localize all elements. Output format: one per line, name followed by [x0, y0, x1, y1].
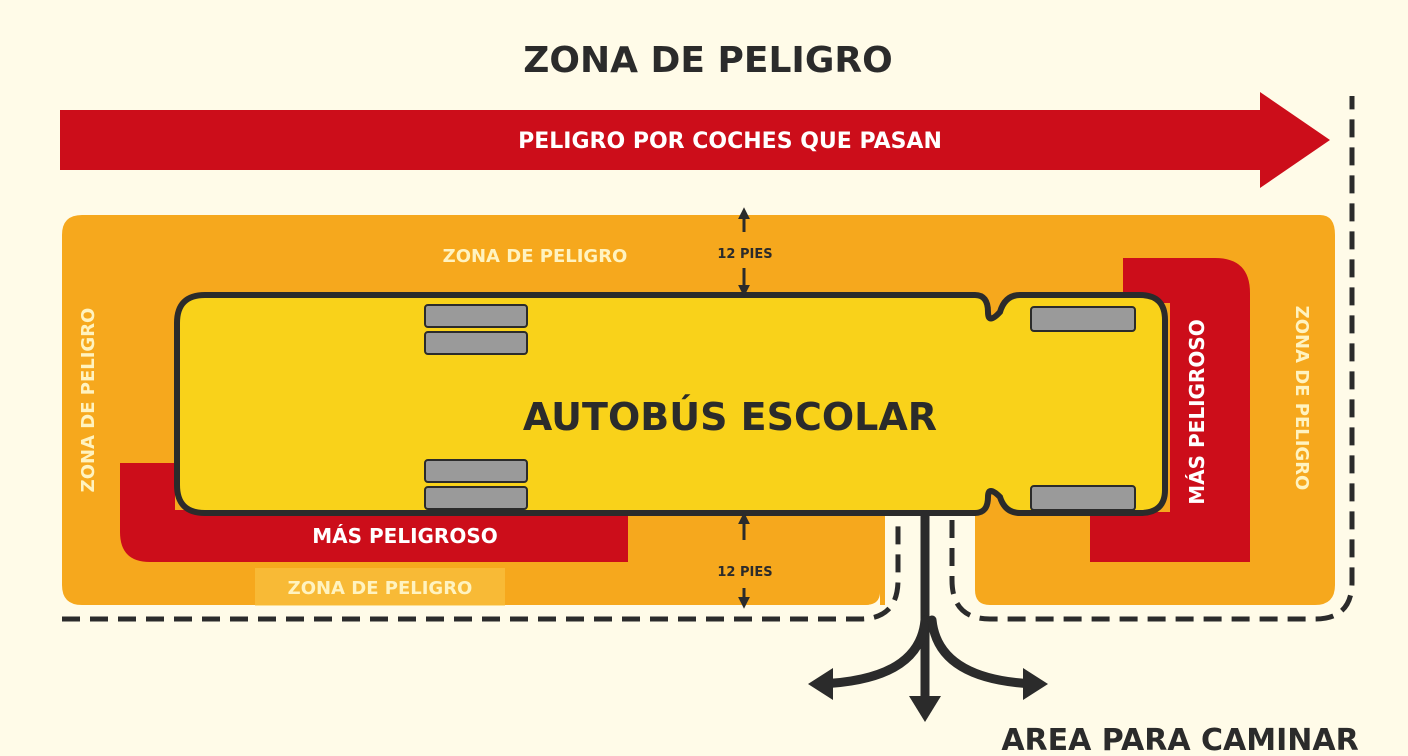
wheel-rear-top [424, 304, 528, 355]
bottom-label-bg [255, 568, 505, 606]
safety-boundary-left [62, 520, 901, 622]
safety-boundary-right [949, 96, 1355, 622]
exit-arrow-left-head [808, 668, 833, 700]
danger-zone-corner-right [975, 512, 995, 605]
most-dangerous-front-zone [1090, 258, 1250, 562]
exit-arrow-right-head [1023, 668, 1048, 700]
most-dangerous-front-label: MÁS PELIGROSO [1185, 319, 1209, 504]
danger-zone-bottom-label: ZONA DE PELIGRO [288, 578, 473, 599]
distance-top-label: 12 PIES [717, 247, 772, 262]
danger-zone-right-label: ZONA DE PELIGRO [1291, 306, 1312, 491]
exit-arrow-down-head [909, 696, 941, 722]
most-dangerous-rear-label: MÁS PELIGROSO [312, 524, 497, 548]
page-title: ZONA DE PELIGRO [523, 40, 892, 81]
wheel-front-bottom [1030, 485, 1136, 511]
passing-cars-arrow [60, 92, 1330, 188]
wheel-rear-bottom [424, 459, 528, 510]
danger-zone-left-label: ZONA DE PELIGRO [78, 308, 99, 493]
bus-label: AUTOBÚS ESCOLAR [523, 395, 937, 439]
danger-zone-corner [860, 512, 880, 605]
distance-bottom-label: 12 PIES [717, 565, 772, 580]
exit-arrows [815, 510, 1040, 705]
walk-area-label: AREA PARA CAMINAR [1001, 723, 1358, 756]
wheel-front-top [1030, 306, 1136, 332]
danger-zone-top-label: ZONA DE PELIGRO [443, 246, 628, 267]
passing-cars-label: PELIGRO POR COCHES QUE PASAN [518, 129, 942, 154]
